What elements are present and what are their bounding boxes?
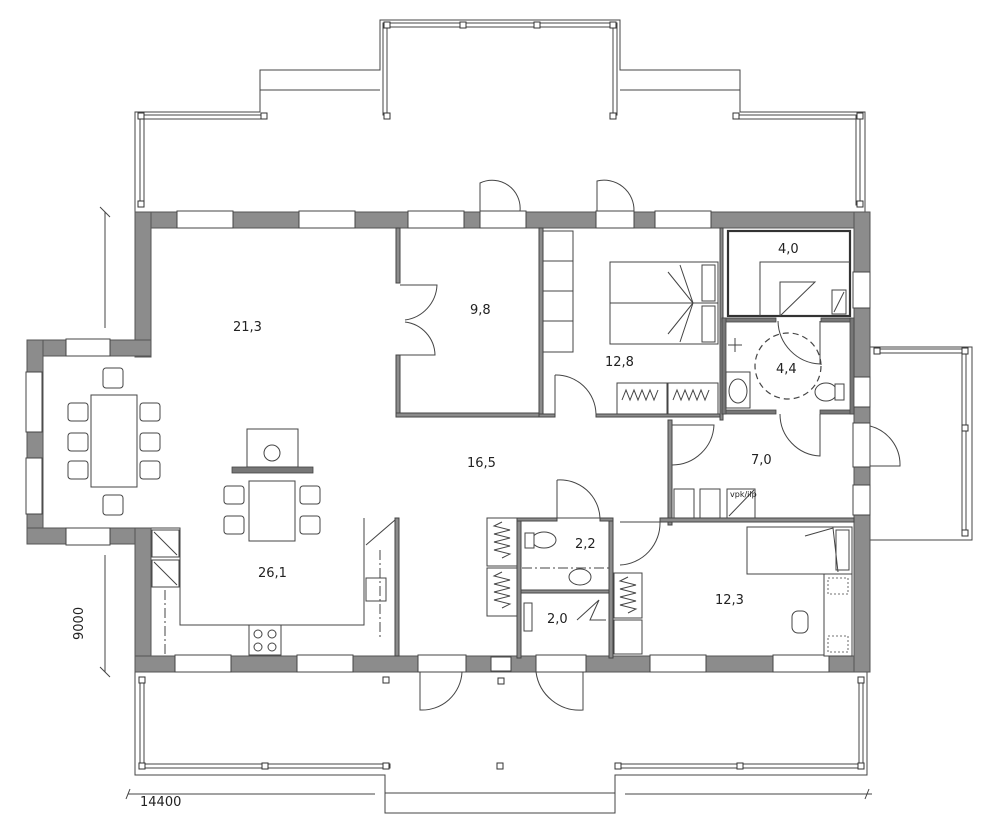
dining-furniture xyxy=(67,367,321,542)
dimension-lines xyxy=(99,206,872,800)
hvac-unit-label: vpk/ilp xyxy=(730,490,757,499)
room-area-storage: 9,8 xyxy=(470,303,491,318)
room-area-kitchen-dining: 26,1 xyxy=(258,566,287,581)
depth-dimension-label: 9000 xyxy=(72,606,87,640)
bathroom-fixtures xyxy=(725,332,845,409)
doors xyxy=(417,179,901,711)
room-area-bathroom: 4,4 xyxy=(776,362,797,377)
interior-walls xyxy=(394,227,855,659)
bottom-porch xyxy=(134,672,868,814)
beds xyxy=(609,261,853,657)
room-area-utility: 7,0 xyxy=(751,453,772,468)
wc-fixtures xyxy=(522,531,609,632)
interior-door-swings xyxy=(400,284,821,566)
width-dimension-label: 14400 xyxy=(140,795,182,810)
sauna-benches xyxy=(759,261,850,317)
room-area-sauna: 4,0 xyxy=(778,242,799,257)
wardrobes xyxy=(486,230,756,655)
windows xyxy=(25,210,871,673)
top-porch xyxy=(134,19,866,212)
kitchen xyxy=(151,518,396,656)
room-area-living: 21,3 xyxy=(233,320,262,335)
room-area-closet: 2,0 xyxy=(547,612,568,627)
room-area-master-bedroom: 12,8 xyxy=(605,355,634,370)
room-area-wc: 2,2 xyxy=(575,537,596,552)
side-porch xyxy=(870,346,973,541)
room-area-bedroom-2: 12,3 xyxy=(715,593,744,608)
room-area-hall: 16,5 xyxy=(467,456,496,471)
